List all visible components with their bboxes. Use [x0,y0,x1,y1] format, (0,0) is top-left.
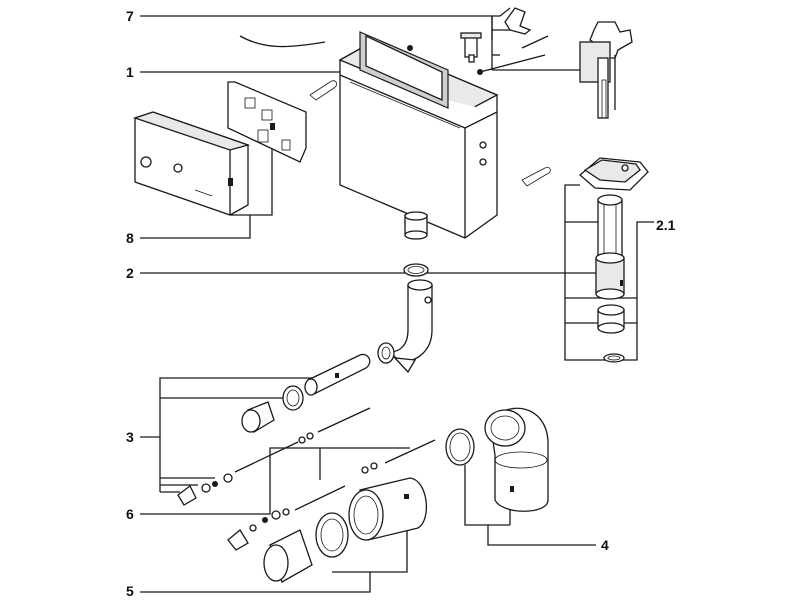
pan-bend-elbow [484,407,549,512]
flush-valve-seal [603,353,625,363]
nuts-3 [177,473,233,506]
flush-valve-clip [521,166,551,187]
label-3: 3 [126,429,134,445]
connector-tube [304,353,371,396]
leader-5 [140,493,408,593]
flush-valve-cage [597,194,623,263]
label-2-1: 2.1 [656,217,676,233]
label-7: 7 [126,8,134,24]
cap-3 [241,401,275,433]
flex-hose [239,35,326,48]
leader-7 [140,7,585,71]
cover-box [132,111,251,216]
label-5: 5 [126,583,134,599]
mounting-plate [227,81,307,163]
pan-connector-ring [315,512,349,558]
fill-valve [579,21,633,119]
flush-pipe-ring [403,263,429,277]
flush-pipe-elbow [388,279,433,374]
flush-valve-base [597,304,625,334]
bolt-rod-3 [234,407,371,473]
flush-valve-float [595,252,625,300]
label-1: 1 [126,64,134,80]
flush-valve-head [579,157,649,191]
label-2: 2 [126,265,134,281]
label-6: 6 [126,506,134,522]
leader-3 [140,377,338,493]
seal-ring-small [377,342,395,364]
bolt-rod-6 [227,439,436,551]
seal-ring-3 [282,385,304,411]
pan-connector-sleeve [348,477,428,541]
leader-8 [140,128,273,239]
cistern-tank [338,31,499,240]
seal-ring-4 [445,428,475,466]
rod-long [477,54,546,75]
label-4: 4 [601,537,609,553]
bracket-clip [504,7,532,35]
clip-pin-icon [309,80,338,101]
rod-small [521,35,549,49]
label-8: 8 [126,230,134,246]
valve-connector [460,32,482,63]
leader-6 [140,447,410,515]
pan-connector-cap [263,529,313,583]
